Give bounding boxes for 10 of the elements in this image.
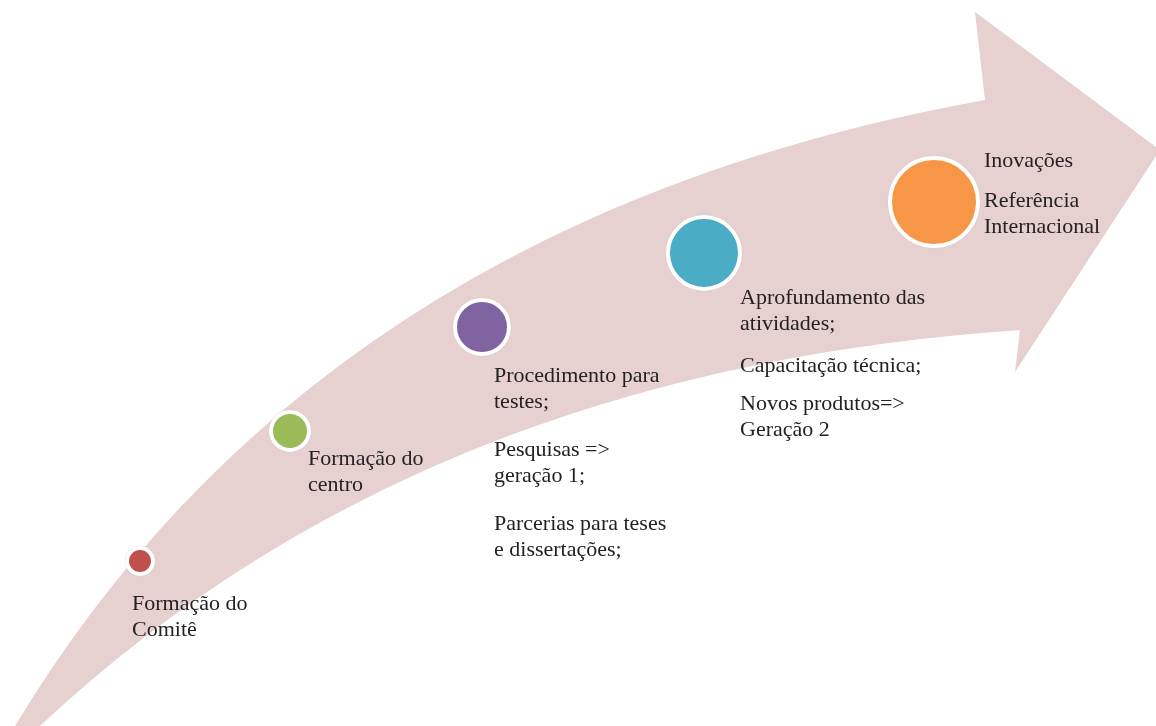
- milestone-label: Formação do Comitê: [132, 590, 249, 642]
- milestone-label: Inovações: [984, 147, 1075, 173]
- milestone-label: Capacitação técnica;: [740, 352, 923, 378]
- milestone-label: Novos produtos=> Geração 2: [740, 390, 906, 442]
- milestone-label: Aprofundamento das atividades;: [740, 284, 927, 336]
- milestone-label: Parcerias para teses e dissertações;: [494, 510, 668, 562]
- milestone-label: Referência Internacional: [984, 187, 1102, 239]
- milestone-label: Procedimento para testes;: [494, 362, 661, 414]
- milestone-label: Pesquisas => geração 1;: [494, 436, 611, 488]
- milestone-label: Formação do centro: [308, 445, 425, 497]
